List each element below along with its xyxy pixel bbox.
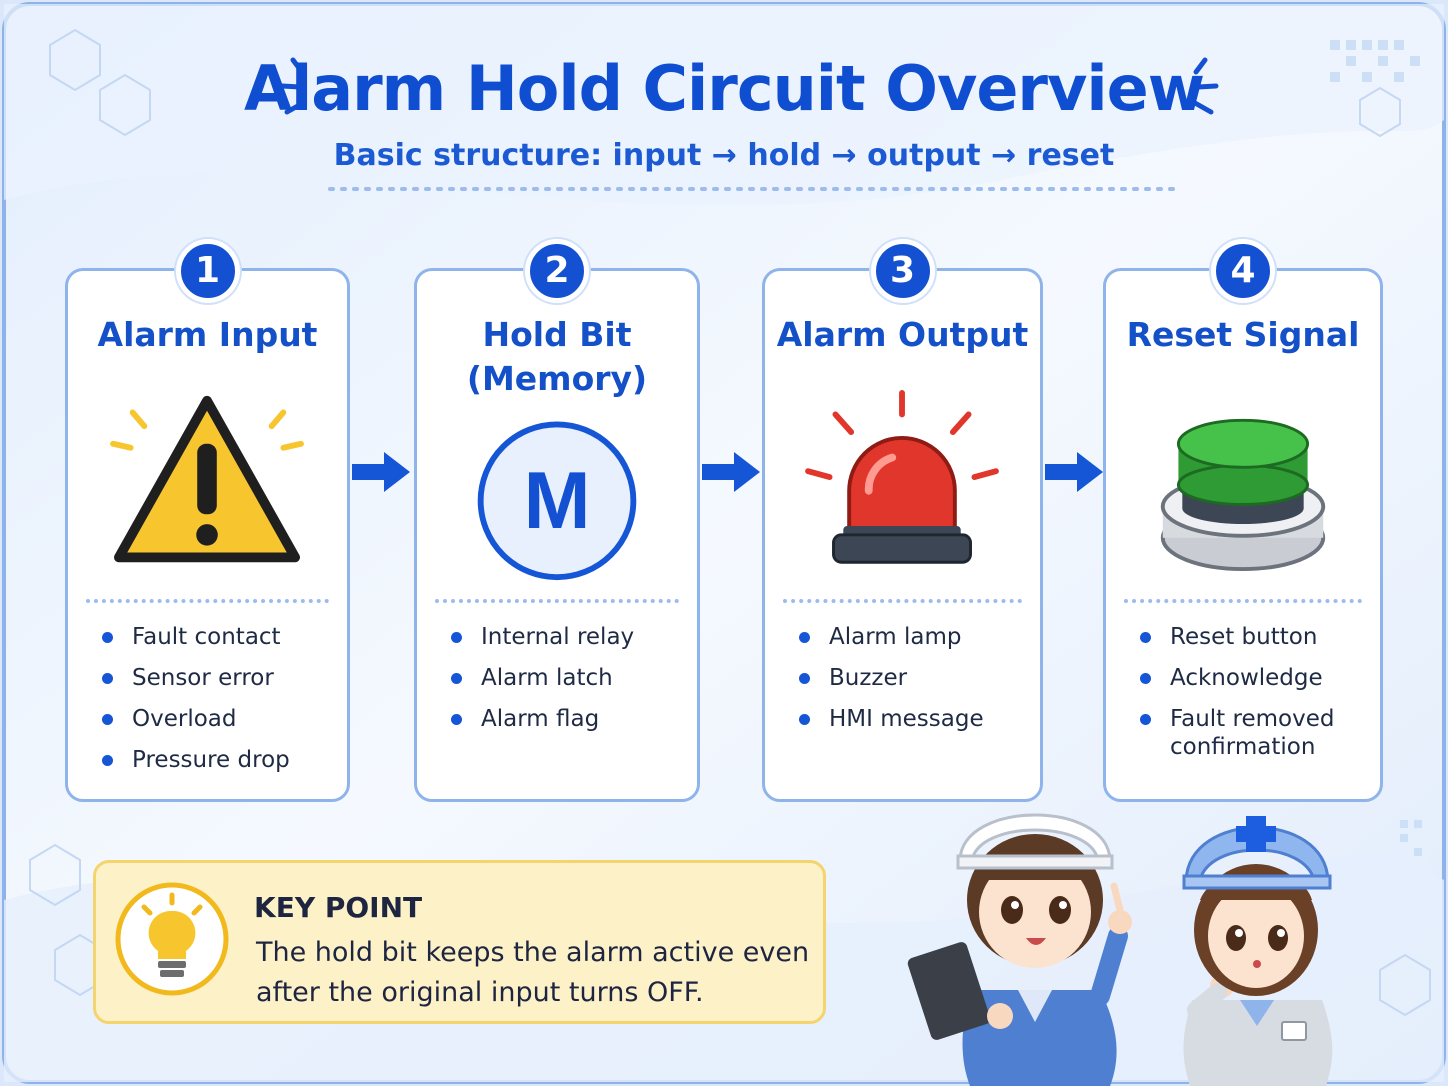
step-item-list: Reset button Acknowledge Fault removed c… — [1138, 623, 1340, 774]
engineer-boy-illustration — [907, 813, 1132, 1086]
step-item-list: Internal relay Alarm latch Alarm flag — [449, 623, 634, 746]
arrow-right-icon — [352, 452, 410, 492]
list-item: Alarm flag — [449, 705, 634, 733]
step-item-list: Fault contact Sensor error Overload Pres… — [100, 623, 290, 787]
list-item: Fault removed confirmation — [1138, 705, 1340, 761]
reset-button-icon — [1160, 418, 1326, 572]
list-item: Alarm latch — [449, 664, 634, 692]
key-point-title: KEY POINT — [254, 891, 423, 924]
arrow-right-icon — [702, 452, 760, 492]
divider — [783, 599, 1022, 603]
list-item: Sensor error — [100, 664, 290, 692]
key-point-text: The hold bit keeps the alarm active even… — [256, 937, 810, 1008]
page-subtitle: Basic structure: input → hold → output →… — [333, 138, 1115, 173]
step-card-hold-bit: 2 Hold Bit (Memory) M Internal relay Ala… — [414, 239, 700, 802]
step-title: Hold Bit (Memory) — [466, 315, 648, 398]
list-item: Overload — [100, 705, 290, 733]
divider — [1124, 599, 1362, 603]
list-item: Internal relay — [449, 623, 634, 651]
step-card-reset-signal: 4 Reset Signal Reset button Acknowledge … — [1103, 239, 1383, 802]
list-item: Pressure drop — [100, 746, 290, 774]
step-item-list: Alarm lamp Buzzer HMI message — [797, 623, 984, 746]
engineer-characters-illustration — [907, 813, 1333, 1086]
list-item: Acknowledge — [1138, 664, 1340, 692]
list-item: Fault contact — [100, 623, 290, 651]
page-title: Alarm Hold Circuit Overview — [244, 52, 1205, 125]
list-item: Alarm lamp — [797, 623, 984, 651]
memory-m-icon: M — [477, 421, 637, 581]
svg-text:M: M — [524, 456, 591, 546]
warning-triangle-icon — [110, 395, 304, 563]
step-number-badge: 2 — [525, 239, 589, 303]
engineer-girl-illustration — [1182, 816, 1333, 1086]
list-item: Buzzer — [797, 664, 984, 692]
arrow-right-icon — [1045, 452, 1103, 492]
step-card-alarm-output: 3 Alarm Output Alarm lamp Buzzer HMI mes… — [762, 239, 1043, 802]
list-item: HMI message — [797, 705, 984, 733]
title-spark-icons — [279, 57, 1219, 115]
key-point-box: KEY POINT The hold bit keeps the alarm a… — [93, 860, 826, 1024]
step-title: Alarm Input — [97, 315, 318, 354]
list-item: Reset button — [1138, 623, 1340, 651]
step-card-alarm-input: 1 Alarm Input Fault contact Sensor error… — [65, 239, 350, 802]
step-title: Alarm Output — [776, 315, 1029, 354]
alarm-lamp-icon — [805, 389, 999, 564]
step-number-badge: 1 — [175, 239, 240, 303]
step-number-badge: 3 — [870, 239, 935, 303]
step-title: Reset Signal — [1126, 315, 1360, 354]
step-number-badge: 4 — [1211, 239, 1275, 303]
lightbulb-icon — [115, 882, 229, 996]
divider — [86, 599, 329, 603]
divider — [435, 599, 679, 603]
